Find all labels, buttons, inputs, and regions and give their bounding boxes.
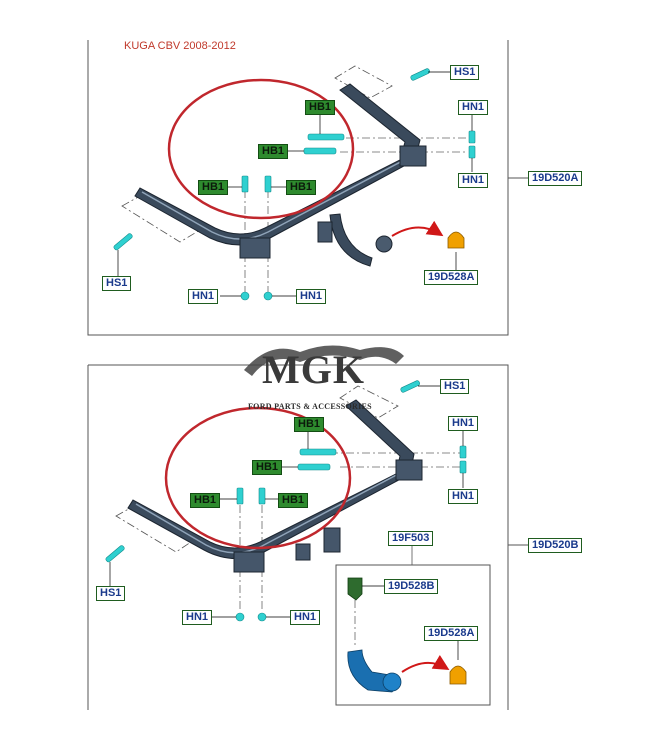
diagram-a-bolt-top [307,133,345,141]
diagram-b-label-hb1-top: HB1 [294,417,325,432]
diagram-a-label-hb1-top: HB1 [305,100,336,115]
diagram-a-center-bracket [239,237,271,259]
diagram-b-label-hn1-mid: HN1 [448,489,479,504]
diagram-a-nut-right-mid [468,145,476,159]
diagram-b [87,364,528,710]
diagram-b-label-hb1-right: HB1 [278,493,309,508]
diagram-a-label-hb1-left: HB1 [198,180,229,195]
diagram-b-nut-right-mid [459,460,467,474]
diagram-b-assembly-label: 19D520B [528,538,583,553]
diagram-b-nut-right-top [459,445,467,459]
diagram-b-label-hb1-mid: HB1 [252,460,283,475]
diagram-b-label-hn1-right: HN1 [290,610,321,625]
diagram-b-bolt-left [236,487,244,505]
diagram-b-label-hn1-left: HN1 [182,610,213,625]
diagram-b-label-hn1-top: HN1 [448,416,479,431]
diagram-b-kit-arrow [401,654,450,673]
diagram-b-center-bracket [233,551,265,573]
watermark-tagline: FORD PARTS & ACCESSORIES [248,402,372,411]
diagram-b-kit-bracket [347,577,363,601]
diagram-a-label-hs1-left: HS1 [102,276,132,291]
page-title: KUGA CBV 2008-2012 [124,40,236,52]
diagram-b-screw-left [105,545,125,563]
diagram-b-right-bracket [395,459,423,481]
diagram-a-guide-left [121,195,201,243]
diagram-b-nut-bottom-left [235,612,245,622]
diagram-a-neck-mount [317,221,333,243]
diagram-b-receiver [323,527,341,553]
diagram-b-label-hs1-left: HS1 [96,586,126,601]
diagram-b-bolt-mid [297,463,331,471]
diagram-b-tow-bar-beam [127,399,415,560]
diagram-a-nut-right-top [468,130,476,144]
diagram-a-tow-ball [375,235,393,253]
diagram-a-highlight-circle [167,78,355,220]
diagram-a-label-hn1-mid: HN1 [458,173,489,188]
diagram-a-label-hs1-top: HS1 [450,65,480,80]
diagram-a-label-hn1-top: HN1 [458,100,489,115]
diagram-a-assembly-label: 19D520A [528,171,583,186]
diagram-a-nut-bottom-left [240,291,250,301]
diagram-a-label-hn1-right: HN1 [296,289,327,304]
diagram-a-label-hb1-mid: HB1 [258,144,289,159]
diagram-b-frame [87,364,509,710]
diagram-a-label-hn1-left: HN1 [188,289,219,304]
diagram-b-highlight-circle [164,406,352,550]
watermark-swoosh [244,345,404,376]
diagram-b-receiver-plate [295,543,311,561]
diagram-b-label-kit-part-2: 19D528A [424,626,479,641]
diagram-a-label-hb1-right: HB1 [286,180,317,195]
diagram-b-kit-tow-ball [382,672,402,692]
diagram-b-kit-ball-cap [449,665,467,685]
diagram-a-nut-bottom-right [263,291,273,301]
diagram-a-bolt-right [264,175,272,193]
diagram-b-nut-bottom-right [257,612,267,622]
diagram-b-kit-box [335,564,491,706]
diagram-a-tow-bar-beam [134,83,421,246]
diagram-a-screw-left [113,233,133,251]
diagram-a [87,40,528,336]
diagram-a-bolt-left [241,175,249,193]
diagram-b-bolt-right [258,487,266,505]
diagram-a-tow-neck [329,213,373,267]
diagram-b-kit-label: 19F503 [388,531,434,546]
diagram-b-screw-top [400,380,420,393]
diagram-a-frame [87,40,509,336]
diagram-a-bolt-mid [303,147,337,155]
watermark-logo [244,345,404,376]
diagram-a-screw-top [410,68,430,81]
diagram-a-label-ball: 19D528A [424,270,479,285]
diagram-b-label-kit-part-1: 19D528B [384,579,439,594]
diagram-b-label-hb1-left: HB1 [190,493,221,508]
diagram-a-ball-cap [447,231,465,249]
diagram-a-right-bracket [399,145,427,167]
diagram-b-bolt-top [299,448,337,456]
diagram-b-label-hs1-top: HS1 [440,379,470,394]
diagram-a-arrow [391,220,444,237]
diagram-b-guide-left [115,505,195,553]
watermark-logo-text: MGK [262,347,365,392]
